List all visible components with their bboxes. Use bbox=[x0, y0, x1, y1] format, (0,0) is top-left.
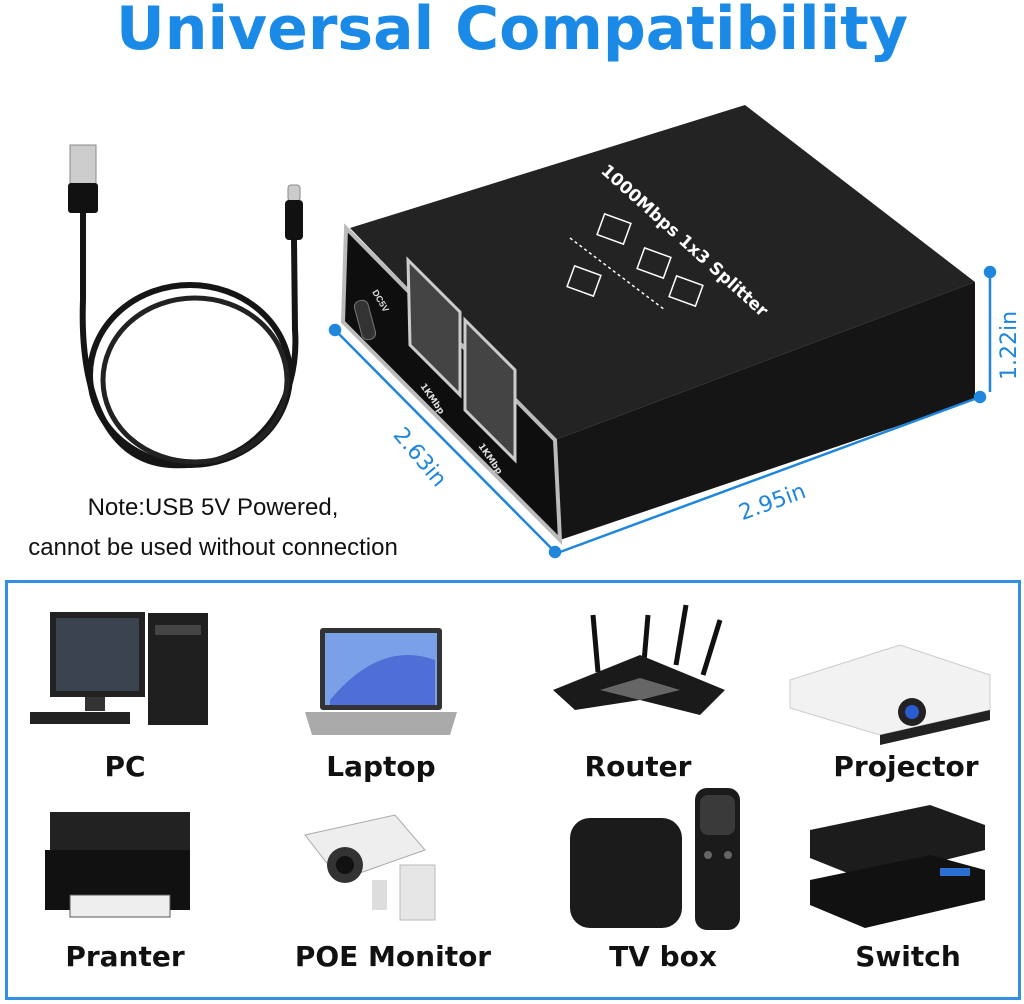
ethernet-port-icon bbox=[463, 316, 517, 464]
device-label-router: Router bbox=[584, 750, 692, 783]
network-topology-icon bbox=[566, 212, 704, 311]
usb-cable-illustration: 1000Mbps 1x3 Splitter DC5V 1KMbp 1KMbp bbox=[68, 105, 997, 559]
page-title: Universal Compatibility bbox=[116, 0, 908, 64]
printer-icon bbox=[45, 812, 190, 918]
device-label-laptop: Laptop bbox=[326, 750, 436, 783]
device-label-pc: PC bbox=[104, 750, 146, 783]
pc-icon bbox=[30, 612, 208, 725]
switch-icon bbox=[810, 805, 985, 928]
usb-c-port-icon bbox=[353, 299, 377, 341]
ethernet-port-icon bbox=[406, 256, 462, 399]
device-label-printer: Pranter bbox=[65, 940, 185, 973]
projector-icon bbox=[789, 644, 991, 745]
device-label-tv-box: TV box bbox=[609, 940, 717, 973]
device-label-switch: Switch bbox=[855, 940, 961, 973]
usb-c-plug-icon bbox=[285, 184, 303, 240]
laptop-icon bbox=[305, 628, 457, 735]
camera-icon bbox=[304, 814, 436, 921]
device-label-poe-monitor: POE Monitor bbox=[294, 940, 492, 973]
device-label-projector: Projector bbox=[833, 750, 979, 783]
compatible-devices-panel bbox=[5, 580, 1021, 1000]
router-icon bbox=[553, 604, 725, 715]
usb-a-plug-icon bbox=[68, 144, 98, 213]
dimension-lines bbox=[328, 265, 997, 559]
tv-box-icon bbox=[570, 788, 740, 930]
note-line-2: cannot be used without connection bbox=[28, 534, 398, 561]
splitter-device: 1000Mbps 1x3 Splitter DC5V 1KMbp 1KMbp bbox=[340, 105, 975, 546]
note-line-1: Note:USB 5V Powered, bbox=[87, 494, 339, 521]
